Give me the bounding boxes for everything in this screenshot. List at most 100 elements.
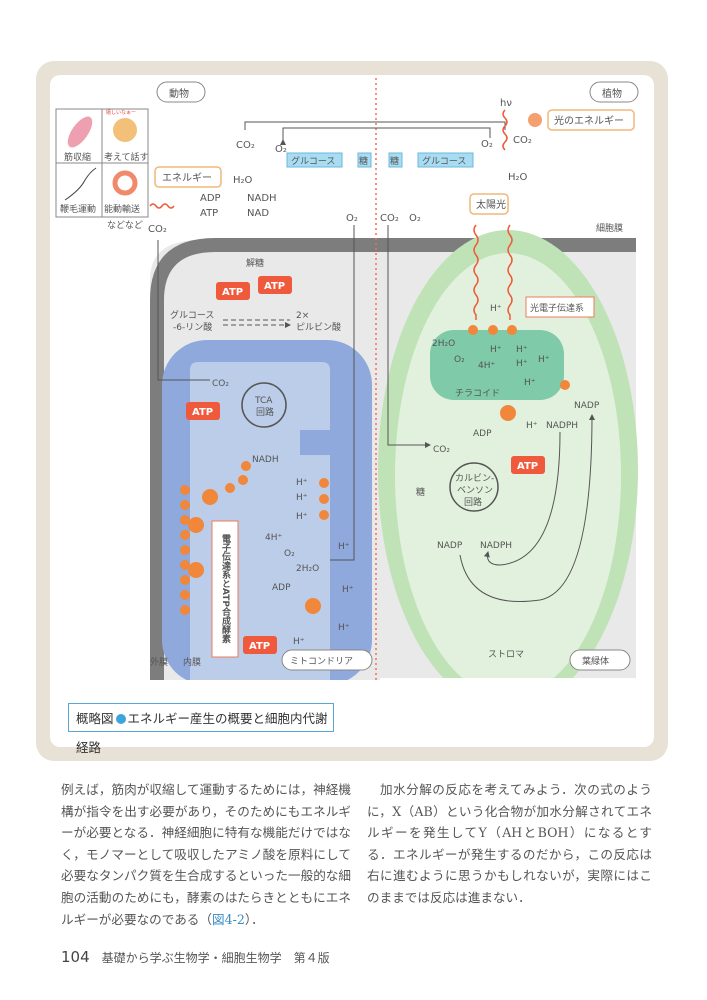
muscle-icon: [67, 116, 93, 148]
diagram-label: ATP: [192, 407, 213, 418]
diagram-label: H⁺: [516, 345, 528, 355]
energy-box: [154, 166, 222, 188]
electron-transport-dots: [180, 461, 329, 615]
page-footer: 104 基礎から学ぶ生物学・細胞生物学 第４版: [61, 948, 330, 966]
book-title: 基礎から学ぶ生物学・細胞生物学 第４版: [101, 951, 330, 965]
diagram-label: H⁺: [338, 542, 350, 552]
thylakoid: [430, 330, 564, 400]
g6p-label: グルコース: [170, 309, 214, 321]
flagellum-icon: [64, 167, 97, 201]
diagram-label: NADP: [437, 541, 463, 551]
diagram-label: H⁺: [296, 512, 308, 522]
activity-thinking: 考えて話す: [104, 151, 149, 163]
animal-label: 動物: [169, 87, 189, 100]
diagram-label: ATP: [517, 461, 538, 472]
diagram-label: H⁺: [293, 637, 305, 647]
plant-label: 植物: [602, 87, 622, 100]
diagram-label: NADH: [252, 455, 279, 465]
atp-badge-glycolysis-2: [258, 276, 292, 294]
diagram-label: CO₂: [380, 213, 399, 224]
diagram-label: H₂O: [508, 172, 528, 183]
thylakoid-label: チラコイド: [455, 388, 500, 399]
caption-prefix: 概略図: [76, 711, 114, 726]
energy-label: エネルギー: [162, 172, 212, 184]
atp-badge-chloroplast: [511, 456, 545, 474]
figure-reference-link[interactable]: 図4-2: [212, 911, 245, 927]
outer-membrane-label: 外膜: [150, 656, 168, 668]
diagram-label: ATP: [200, 208, 218, 219]
thought-bubble: 嬉しいなぁー: [106, 109, 136, 116]
diagram-label: CO₂: [513, 135, 532, 146]
right-text: 加水分解の反応を考えてみよう．次の式のように，X（AB）という化合物が加水分解さ…: [367, 782, 652, 905]
calvin-cycle: [449, 462, 499, 512]
pyruvate-label: 2×: [296, 311, 309, 321]
atp-badge-synthase: [243, 636, 277, 654]
diagram-label: H⁺: [490, 304, 502, 314]
diagram-label: 回路: [464, 496, 482, 508]
diagram-label: O₂: [275, 144, 287, 155]
chloroplast-inner: [395, 253, 621, 697]
inner-membrane-label: 内膜: [183, 656, 201, 668]
diagram-label: CO₂: [433, 445, 450, 455]
diagram-label: NADH: [247, 193, 277, 204]
left-text: 例えば，筋肉が収縮して運動するためには，神経機構が指令を出す必要があり，そのため…: [61, 782, 351, 927]
diagram-label: CO₂: [148, 224, 167, 235]
diagram-label: H⁺: [296, 478, 308, 488]
brain-icon: [113, 118, 137, 142]
calvin-label: カルビン-: [455, 473, 494, 484]
diagram-label: O₂: [284, 549, 295, 559]
sugar-box-1: [357, 152, 372, 168]
cell-membrane-label: 細胞膜: [596, 222, 623, 234]
photo-etc-box: [525, 296, 595, 318]
diagram-label: ATP: [249, 641, 270, 652]
diagram-label: 4H⁺: [265, 533, 282, 543]
diagram-label: ADP: [272, 583, 291, 593]
plant-pill: [589, 81, 639, 103]
activity-transport: 能動輸送: [104, 203, 140, 215]
photo-etc-label: 光電子伝達系: [530, 302, 584, 314]
atp-badge-glycolysis-1: [216, 282, 250, 300]
diagram-label: O₂: [409, 213, 421, 224]
tca-cycle: [241, 382, 287, 428]
diagram-label: NADP: [574, 401, 600, 411]
diagram-label: H⁺: [526, 421, 538, 431]
sunlight-box: [469, 193, 509, 215]
diagram-label: グルコース: [291, 155, 335, 167]
glucose-box-right: [417, 152, 474, 168]
figure-caption: 概略図エネルギー産生の概要と細胞内代謝経路: [68, 703, 334, 755]
diagram-label: O₂: [346, 213, 358, 224]
caption-text: エネルギー産生の概要と細胞内代謝経路: [76, 711, 328, 755]
diagram-label: 2H₂O: [432, 339, 455, 349]
body-text-left: 例えば，筋肉が収縮して運動するためには，神経機構が指令を出す必要があり，そのため…: [61, 779, 351, 930]
diagram-label: CO₂: [236, 140, 255, 151]
transporter-icon: [112, 170, 138, 196]
diagram-label: H⁺: [524, 378, 536, 388]
diagram-label: NADPH: [480, 541, 512, 551]
diagram-label: 糖: [416, 486, 425, 498]
diagram-label: H₂O: [233, 175, 253, 186]
mitochondria-pill: [281, 649, 373, 671]
stroma-label: ストロマ: [488, 650, 524, 660]
body-text-right: 加水分解の反応を考えてみよう．次の式のように，X（AB）という化合物が加水分解さ…: [367, 779, 652, 909]
etc-label-box: [211, 520, 239, 658]
sugar-box-2: [388, 152, 403, 168]
diagram-label: 糖: [390, 155, 399, 167]
sun-icon: [528, 113, 542, 127]
activity-muscle: 筋収縮: [64, 151, 91, 163]
mitochondria-label: ミトコンドリア: [290, 657, 353, 667]
etc-label: 電子伝達系とATP合成酵素: [220, 534, 231, 644]
light-wave: [502, 109, 508, 151]
diagram-label: -6-リン酸: [173, 322, 212, 333]
sunlight-label: 太陽光: [476, 198, 506, 211]
page-number: 104: [61, 948, 90, 966]
diagram-label: ADP: [473, 429, 492, 439]
diagram-label: CO₂: [212, 379, 229, 389]
diagram-label: O₂: [481, 139, 493, 150]
diagram-label: H⁺: [296, 493, 308, 503]
diagram-label: H⁺: [338, 623, 350, 633]
diagram-label: H⁺: [342, 585, 354, 595]
diagram-label: H⁺: [516, 359, 528, 369]
light-energy-label: 光のエネルギー: [554, 114, 624, 127]
activity-flagellum: 鞭毛運動: [60, 203, 96, 215]
hv-label: hν: [500, 98, 512, 109]
